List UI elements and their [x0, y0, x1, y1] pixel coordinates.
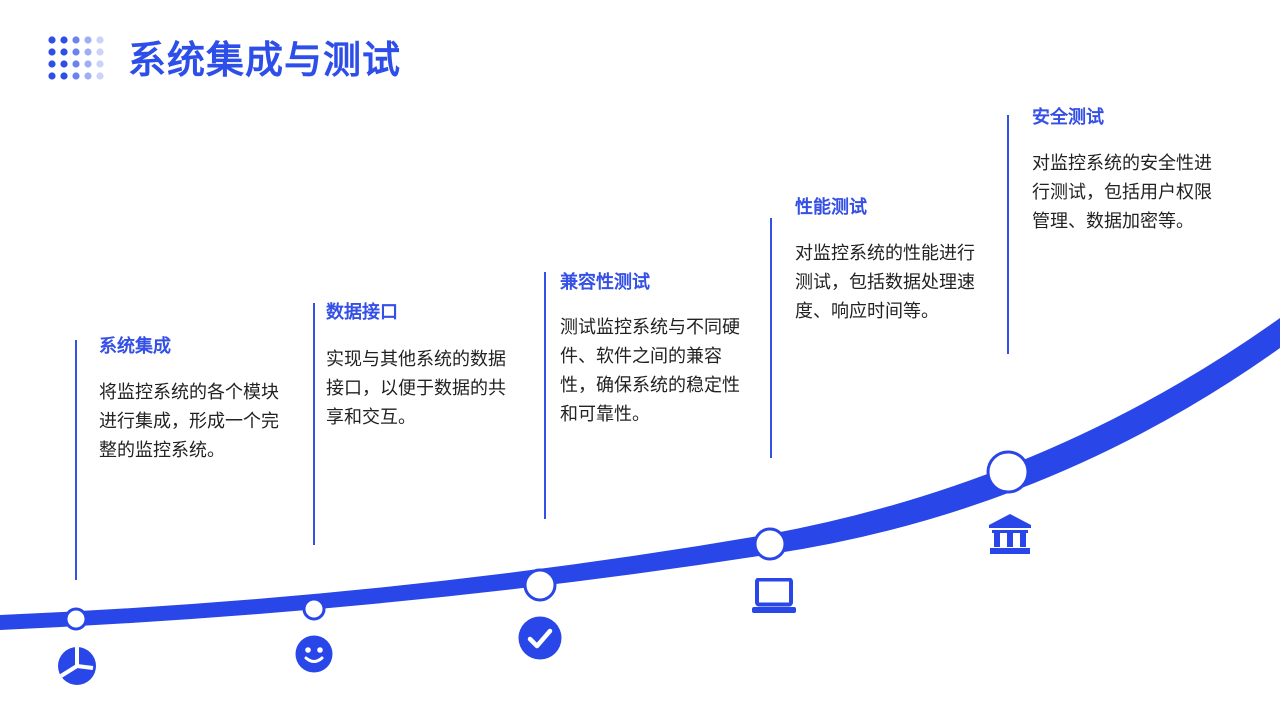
step-2-title: 数据接口 — [326, 302, 398, 323]
timeline-node-5 — [986, 450, 1030, 494]
pie-chart-icon — [58, 647, 96, 685]
smiley-icon — [295, 635, 333, 673]
step-5-title: 安全测试 — [1032, 107, 1104, 128]
dot-grid-decoration — [48, 36, 104, 80]
page-title: 系统集成与测试 — [128, 38, 402, 82]
check-circle-icon — [518, 616, 562, 660]
timeline-node-2 — [302, 597, 326, 621]
laptop-icon — [752, 578, 796, 613]
step-5-desc: 对监控系统的安全性进行测试，包括用户权限管理、数据加密等。 — [1032, 153, 1212, 232]
step-4-desc: 对监控系统的性能进行测试，包括数据处理速度、响应时间等。 — [795, 243, 975, 322]
step-1-title: 系统集成 — [99, 336, 171, 357]
step-2-line — [313, 303, 315, 545]
step-4-title: 性能测试 — [795, 197, 867, 218]
step-3-desc: 测试监控系统与不同硬件、软件之间的兼容性，确保系统的稳定性和可靠性。 — [560, 317, 740, 425]
step-1-line — [75, 340, 77, 580]
step-5-line — [1007, 115, 1009, 354]
timeline-node-3 — [523, 568, 557, 602]
timeline-node-4 — [753, 527, 787, 561]
bank-icon — [989, 514, 1031, 554]
step-1-desc: 将监控系统的各个模块进行集成，形成一个完整的监控系统。 — [99, 382, 279, 461]
step-2-desc: 实现与其他系统的数据接口，以便于数据的共享和交互。 — [326, 349, 506, 428]
step-3-line — [544, 272, 546, 519]
step-4-line — [770, 218, 772, 458]
step-3-title: 兼容性测试 — [560, 272, 650, 293]
timeline-node-1 — [64, 607, 88, 631]
